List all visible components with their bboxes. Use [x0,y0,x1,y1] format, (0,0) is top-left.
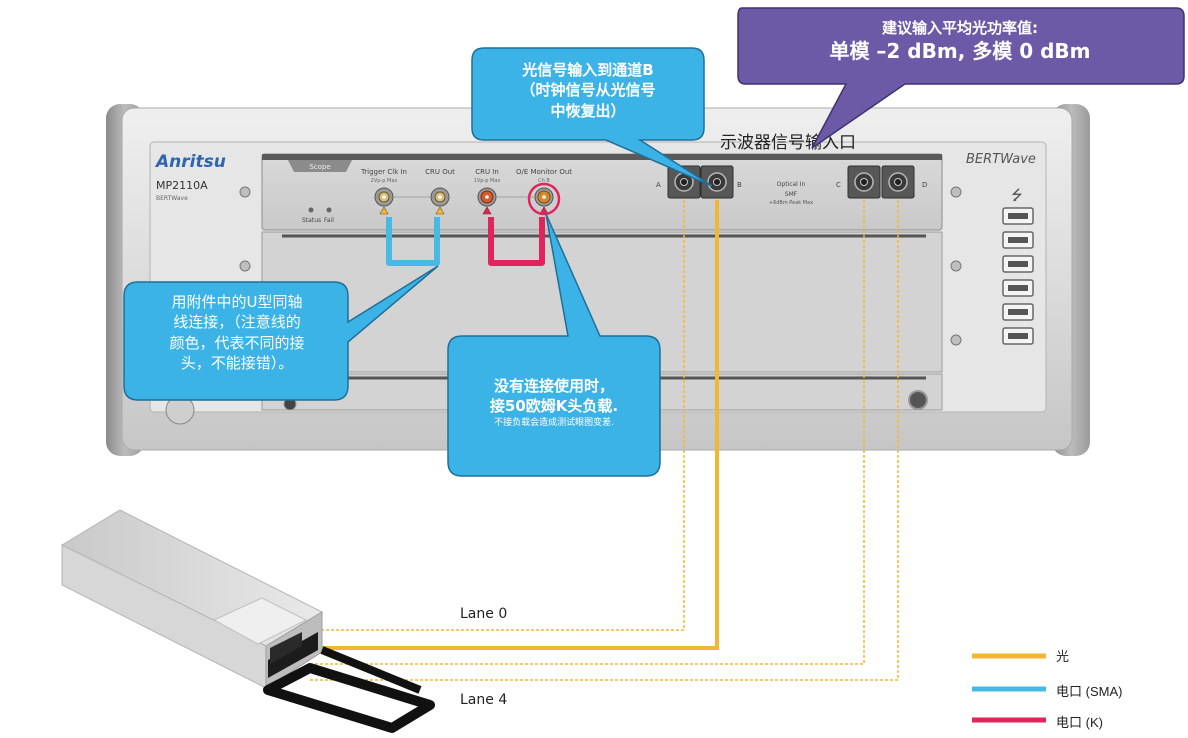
scope-module [261,153,943,231]
u-coax-callout-line2: 线连接，（注意线的 [173,313,301,332]
port-oe-monitor-out[interactable]: O/E Monitor Out Ch B [516,168,572,215]
fiber-lane-main [310,200,719,650]
fail-led [326,207,332,213]
ground-jack [908,390,928,410]
legend-label-k: 电口 (K) [1056,715,1103,730]
channel-b-callout-line2: （时钟信号从光信号 [520,81,656,100]
u-coax-callout-line1: 用附件中的U型同轴 [171,293,303,311]
port-trigger-clk-in[interactable]: Trigger Clk In 2Vp-p Max [360,168,407,215]
channel-b-callout [471,47,713,187]
u-coax-k-cable [488,217,545,266]
u-coax-callout-line3: 颜色，代表不同的接 [169,333,305,352]
optical-in-mode: SMF [785,191,798,198]
product-logo: BERTWave [966,152,1036,167]
scope-module-label: Scope [309,163,330,171]
port-cru-out[interactable]: CRU Out [425,168,455,215]
port-name: CRU In [475,168,499,176]
optical-port-d[interactable] [881,165,915,199]
u-coax-callout [123,265,439,401]
lane0-label: Lane 0 [460,606,507,622]
optical-in-spec: +6dBm Peak Max [769,200,813,206]
load-callout-line3: 不接负载会造成测试眼图变差. [494,417,614,428]
sub-brand-small: BERTWave [156,195,188,202]
port-spec: 1Vp-p Max [474,178,501,184]
port-spec: 2Vp-p Max [371,178,398,184]
channel-b-callout-line3: 中恢复出） [550,101,626,120]
fiber-lane0-dashed [310,200,685,631]
optical-letter-a: A [656,181,661,189]
usb-icon: ⭍ [1011,188,1023,204]
screw [950,186,962,198]
screw [239,186,251,198]
optical-port-c[interactable] [847,165,881,199]
lane4-label: Lane 4 [460,692,507,708]
port-spec: Ch B [538,178,550,184]
fail-led-label: Fail [324,217,334,224]
legend-label-optical: 光 [1056,649,1070,664]
power-callout-line2: 单模 –2 dBm, 多模 0 dBm [829,39,1091,64]
port-name: O/E Monitor Out [516,168,572,176]
sfp-pull-tab [263,663,435,733]
power-callout [737,7,1185,149]
port-name: CRU Out [425,168,455,176]
optical-letter-d: D [922,181,927,189]
power-callout-text: 建议输入平均光功率值: 单模 –2 dBm, 多模 0 dBm [740,18,1180,65]
status-led [308,207,314,213]
brand-logo: Anritsu [154,152,226,172]
status-led-label: Status [302,217,321,224]
load-callout-line1: 没有连接使用时， [493,377,614,395]
optical-letter-c: C [836,181,841,189]
scope-input-title: 示波器信号输入口 [720,133,856,153]
optical-in-label: Optical In [777,181,806,188]
channel-b-callout-text: 光信号输入到通道B （时钟信号从光信号 中恢复出） [474,60,702,121]
qsfp-transceiver [60,509,435,733]
screw [239,260,251,272]
load-callout-text: 没有连接使用时， 接50欧姆K头负载. 不接负载会造成测试眼图变差. [450,376,658,429]
power-callout-line1: 建议输入平均光功率值: [882,19,1038,37]
fiber-lane4-dashed [310,200,899,681]
model-label: MP2110A [156,179,208,192]
screw [950,334,962,346]
legend [972,653,1046,723]
u-coax-sma-cable [386,217,440,266]
screw [950,260,962,272]
k-load-highlight-ring [527,182,561,216]
load-callout-line2: 接50欧姆K头负载. [489,397,619,416]
u-coax-callout-line4: 头，不能接错）。 [180,353,294,372]
port-name: Trigger Clk In [360,168,407,176]
optical-port-b[interactable] [700,165,734,199]
channel-b-callout-line1: 光信号输入到通道B [522,61,654,79]
load-callout [447,213,661,477]
u-coax-callout-text: 用附件中的U型同轴 线连接，（注意线的 颜色，代表不同的接 头，不能接错）。 [128,292,346,373]
optical-letter-b: B [737,181,742,189]
port-cru-in[interactable]: CRU In 1Vp-p Max [474,168,501,215]
legend-label-sma: 电口 (SMA) [1056,684,1123,699]
